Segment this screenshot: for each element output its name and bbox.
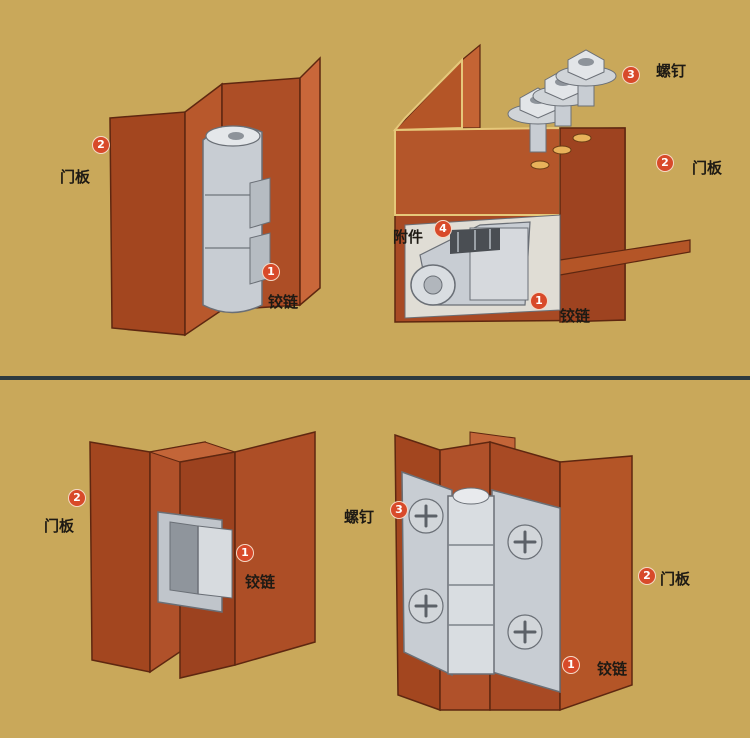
marker-1-figure-2: 1 — [530, 292, 548, 310]
label-screw-figure-2: 螺钉 — [656, 62, 687, 80]
marker-1-figure-1: 1 — [262, 263, 280, 281]
label-screw-figure-4: 螺钉 — [344, 508, 375, 526]
figure-2-concealed-hinge — [410, 221, 531, 306]
label-hinge-figure-3: 铰链 — [245, 573, 276, 591]
marker-2-figure-3: 2 — [68, 489, 86, 507]
label-door-panel-figure-3: 门板 — [44, 517, 75, 535]
marker-1-figure-3: 1 — [236, 544, 254, 562]
bottom-panel: 2 门板 1 铰链 3 螺钉 2 门板 1 铰链 — [0, 380, 750, 738]
marker-2-figure-1: 2 — [92, 136, 110, 154]
label-door-panel-figure-1: 门板 — [60, 168, 91, 186]
marker-2-figure-4: 2 — [638, 567, 656, 585]
marker-1-figure-4: 1 — [562, 656, 580, 674]
marker-3-figure-2: 3 — [622, 66, 640, 84]
marker-4-figure-2: 4 — [434, 220, 452, 238]
figure-1-hinge — [202, 125, 271, 314]
panel-divider — [0, 376, 750, 380]
label-hinge-figure-4: 铰链 — [597, 660, 628, 678]
top-panel-drawing — [109, 43, 691, 337]
label-door-panel-figure-2: 门板 — [692, 159, 723, 177]
marker-2-figure-2: 2 — [656, 154, 674, 172]
label-door-panel-figure-4: 门板 — [660, 570, 691, 588]
figure-3-hinge — [157, 511, 233, 613]
bottom-panel-drawing — [89, 431, 633, 712]
label-hinge-figure-1: 铰链 — [268, 293, 299, 311]
label-accessory-figure-2: 附件 — [393, 228, 424, 246]
figure-2-screws — [507, 49, 617, 153]
top-panel: 2 门板 1 铰链 3 螺钉 2 门板 4 附件 1 铰链 — [0, 0, 750, 376]
figure-4-hinge — [401, 470, 561, 694]
marker-3-figure-4: 3 — [390, 501, 408, 519]
label-hinge-figure-2: 铰链 — [560, 307, 591, 325]
